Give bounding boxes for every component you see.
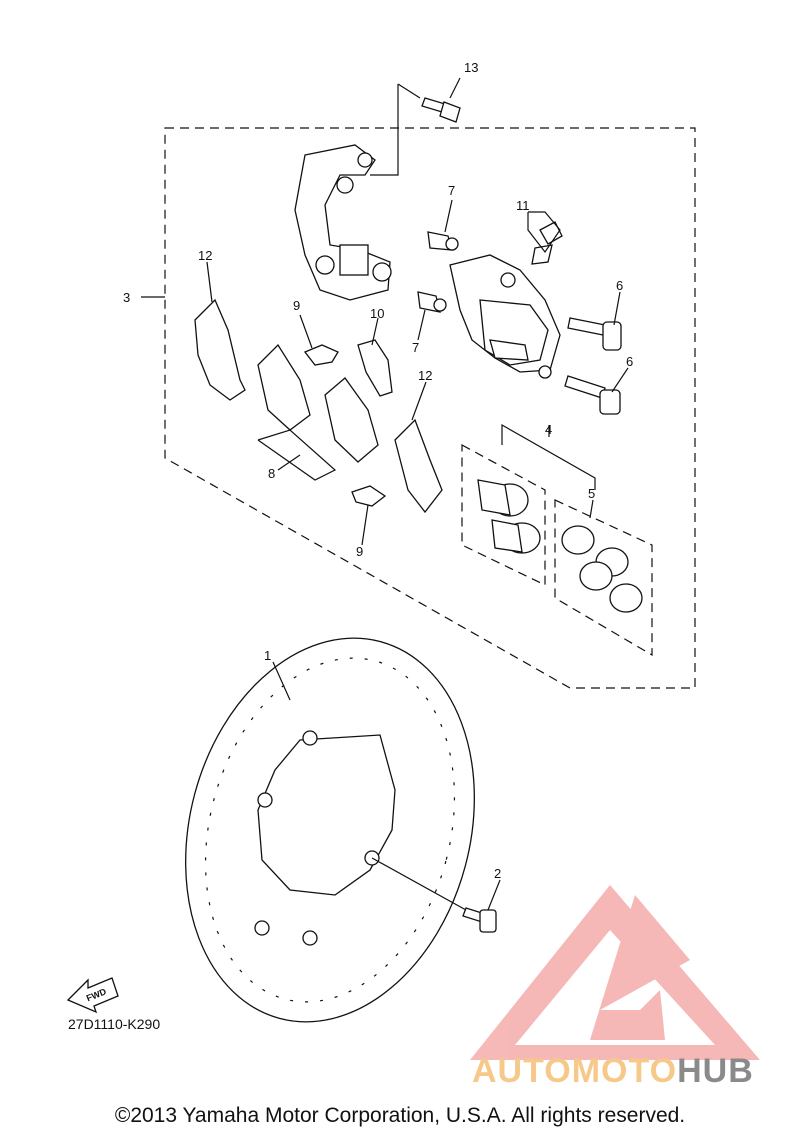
watermark-text: AUTOMOTOHUB xyxy=(472,1052,754,1091)
label-4: 4 xyxy=(545,422,552,437)
leader-lines xyxy=(141,199,629,911)
brake-pads-8 xyxy=(257,343,379,481)
caliper-body xyxy=(449,254,561,379)
bleed-screw-11 xyxy=(527,211,563,265)
label-10: 10 xyxy=(370,306,384,321)
label-13: 13 xyxy=(464,60,478,75)
label-11: 11 xyxy=(516,198,530,213)
watermark-part-hub: HUB xyxy=(677,1052,754,1090)
label-3: 3 xyxy=(123,290,130,305)
seals-5 xyxy=(554,499,653,657)
pad-spring-10 xyxy=(357,339,393,397)
fwd-arrow-icon: FWD xyxy=(66,977,119,1014)
pin-6-upper xyxy=(567,317,622,351)
pad-spring-9-lower xyxy=(351,485,387,507)
bolt-13 xyxy=(370,77,461,176)
label-7-upper: 7 xyxy=(448,183,455,198)
label-2: 2 xyxy=(494,866,501,881)
label-5: 5 xyxy=(588,486,595,501)
shim-12-right xyxy=(394,418,443,514)
watermark-part-auto: AUTO xyxy=(472,1052,572,1090)
brake-disc-1 xyxy=(185,637,475,1023)
label-8: 8 xyxy=(268,466,275,481)
pad-spring-9-upper xyxy=(303,344,339,366)
copyright-notice: ©2013 Yamaha Motor Corporation, U.S.A. A… xyxy=(114,1104,686,1127)
boot-7-upper xyxy=(427,231,459,251)
watermark-logo xyxy=(470,885,760,1060)
shim-12-left xyxy=(194,298,246,401)
label-12-left: 12 xyxy=(198,248,212,263)
boot-7-lower xyxy=(417,291,447,313)
label-9-upper: 9 xyxy=(293,298,300,313)
diagram-code: 27D1110-K290 xyxy=(68,1016,161,1032)
watermark-part-moto: MOTO xyxy=(571,1052,678,1090)
label-6-lower: 6 xyxy=(626,354,633,369)
label-1: 1 xyxy=(264,648,271,663)
caliper-assembly-outline xyxy=(164,127,696,689)
pin-6-lower xyxy=(564,375,621,415)
caliper-bracket xyxy=(294,144,392,301)
pistons-4 xyxy=(461,423,596,586)
label-12-right: 12 xyxy=(418,368,432,383)
label-9-lower: 9 xyxy=(356,544,363,559)
label-6-upper: 6 xyxy=(616,278,623,293)
bolt-2 xyxy=(462,907,497,933)
label-7-lower: 7 xyxy=(412,340,419,355)
